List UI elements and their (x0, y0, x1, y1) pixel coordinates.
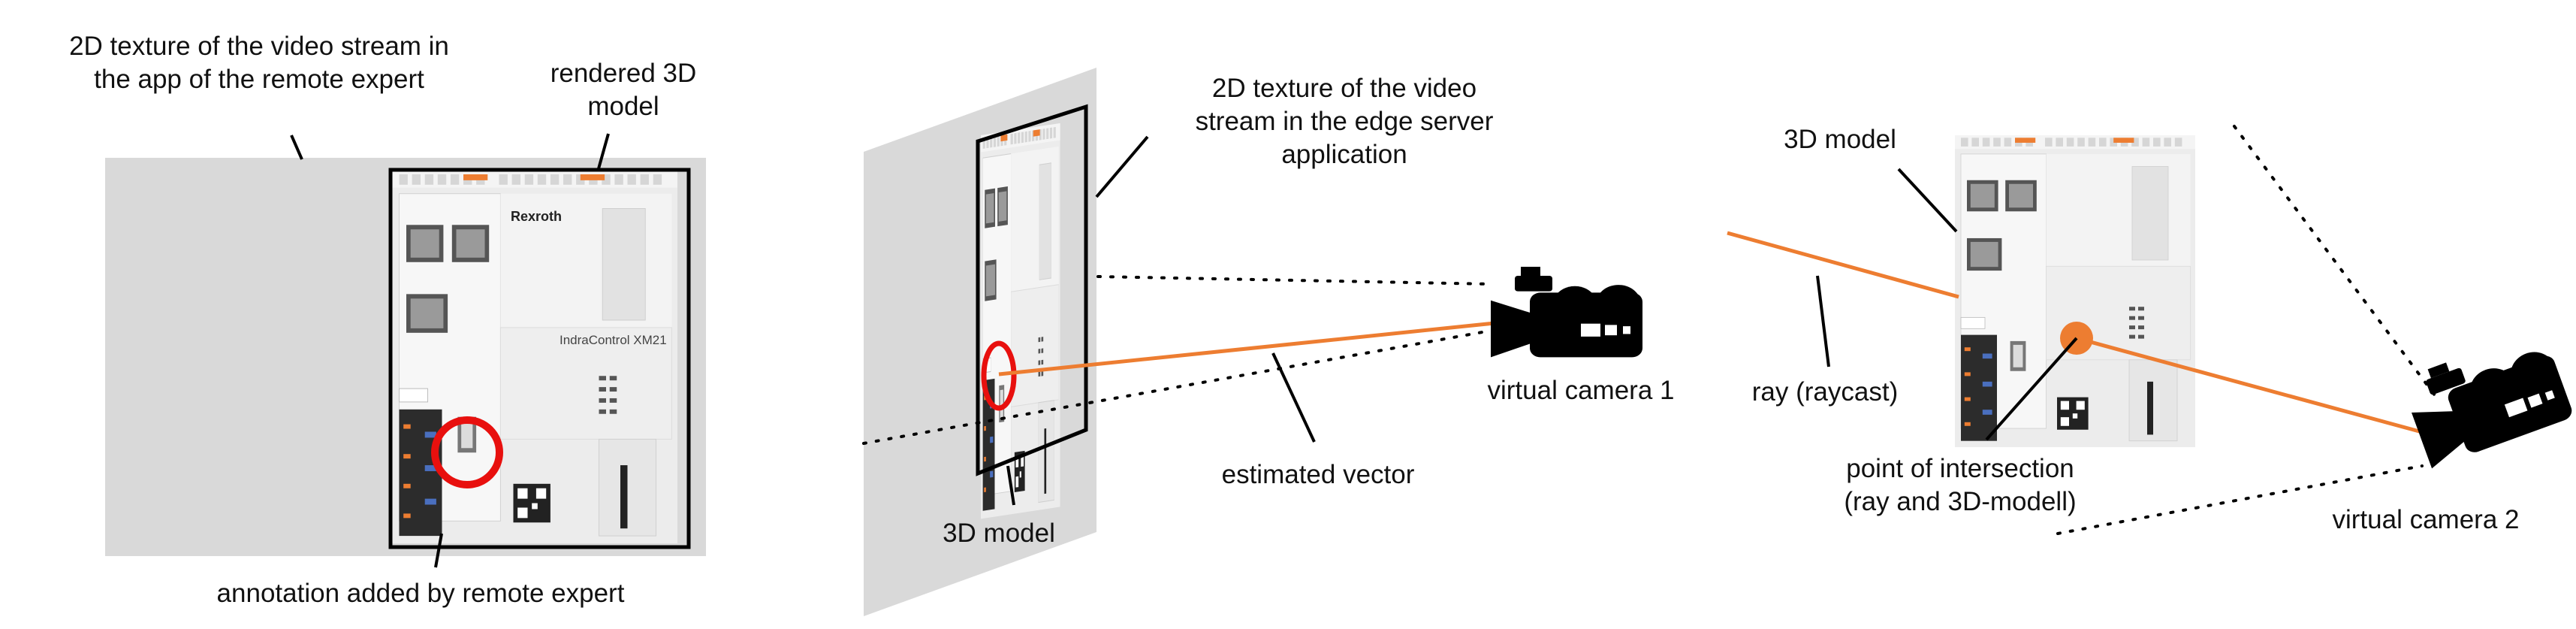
label-line: annotation added by remote expert (216, 579, 625, 608)
remote-expert-view: Rexroth IndraControl XM21 (105, 133, 706, 568)
ray-segment-outside (1727, 231, 1959, 299)
leader-texture-edge (1095, 135, 1149, 198)
label-virtual-camera-1: virtual camera 1 (1453, 374, 1709, 407)
label-line: stream in the edge server (1195, 107, 1494, 136)
annotation-circle (431, 416, 503, 488)
ray-segment-inside (2076, 336, 2423, 434)
leader-intersection (1985, 337, 2078, 441)
right-device-image (1954, 135, 2196, 448)
label-line: virtual camera 2 (2332, 505, 2520, 534)
leader-ray (1816, 275, 1830, 367)
label-estimated-vector: estimated vector (1179, 458, 1457, 491)
label-line: application (1281, 140, 1407, 169)
leader-annotation (434, 533, 443, 568)
label-line: the app of the remote expert (94, 65, 424, 94)
label-model-right: 3D model (1727, 123, 1953, 156)
raycast-view (1727, 125, 2574, 535)
camera-icon (1491, 267, 1642, 358)
edge-server-view (862, 68, 1642, 616)
leader-estimated-vector (1271, 352, 1316, 443)
label-rendered-3d: rendered 3D model (522, 57, 725, 123)
label-line: virtual camera 1 (1487, 376, 1675, 405)
label-texture-remote: 2D texture of the video stream in the ap… (0, 30, 518, 96)
frustum-line-bottom (862, 329, 1492, 445)
label-line: 3D model (943, 519, 1055, 548)
leader-model-mid (1006, 465, 1015, 506)
edge-annotation-circle (981, 340, 1017, 411)
frustum-line-top (1096, 275, 1492, 286)
label-line: ray (raycast) (1751, 377, 1899, 407)
label-line: rendered 3D (550, 59, 697, 88)
device-image (391, 171, 678, 544)
device-model: IndraControl XM21 (560, 333, 667, 347)
label-line: model (587, 92, 659, 121)
frustum-line-right-top (2233, 125, 2439, 400)
estimated-vector (998, 321, 1495, 376)
device-brand: Rexroth (511, 209, 562, 224)
leader-rendered-3d (596, 133, 610, 172)
edge-device-image (980, 122, 1061, 519)
label-line: 2D texture of the video (1211, 74, 1477, 103)
label-line: (ray and 3D-modell) (1844, 487, 2077, 516)
label-texture-edge: 2D texture of the video stream in the ed… (1157, 72, 1532, 171)
label-intersection: point of intersection (ray and 3D-modell… (1772, 452, 2148, 519)
rendered-model-outline (388, 168, 691, 549)
camera-icon (2400, 327, 2574, 469)
edge-model-outline (976, 104, 1088, 476)
label-model-mid: 3D model (886, 517, 1112, 550)
label-line: point of intersection (1846, 454, 2074, 483)
frustum-line-right-bottom (2056, 464, 2424, 535)
label-line: 3D model (1784, 125, 1896, 154)
label-virtual-camera-2: virtual camera 2 (2298, 504, 2553, 537)
label-line: 2D texture of the video stream in (69, 32, 449, 61)
label-line: estimated vector (1221, 460, 1415, 489)
leader-model-right (1897, 168, 1958, 233)
label-ray-raycast: ray (raycast) (1697, 376, 1953, 409)
label-annotation-remote: annotation added by remote expert (120, 577, 721, 610)
leader-texture-remote (290, 135, 303, 160)
